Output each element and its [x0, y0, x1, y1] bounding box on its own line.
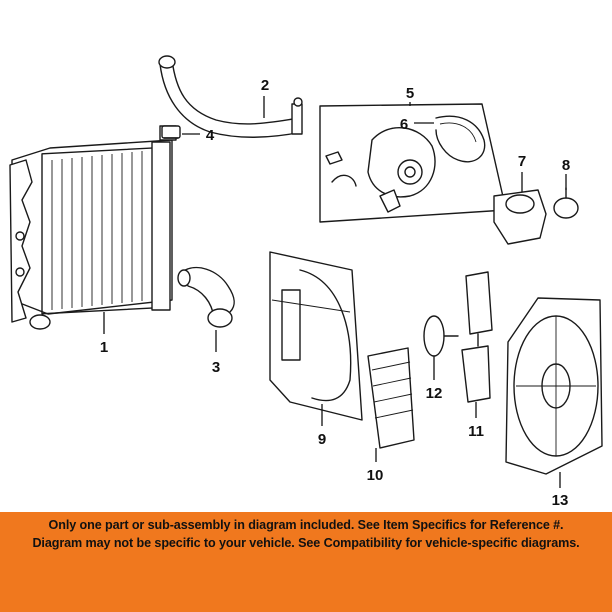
callout-12: 12	[426, 356, 443, 402]
callout-5: 5	[406, 85, 414, 106]
deflector-part	[367, 347, 415, 449]
radiator-part	[9, 125, 177, 330]
thermostat-housing-part	[493, 189, 547, 245]
callout-label: 13	[552, 492, 569, 509]
callout-8: 8	[562, 157, 570, 190]
motor-part	[423, 315, 459, 357]
thermostat-part	[553, 187, 579, 219]
callout-7: 7	[518, 153, 526, 192]
fan-assembly-part	[505, 297, 603, 475]
callout-1: 1	[100, 312, 108, 356]
lower-hose-part	[177, 267, 235, 328]
callout-label: 2	[261, 77, 269, 94]
callout-label: 11	[468, 423, 484, 440]
fan-shroud-part	[269, 251, 363, 421]
water-pump-part	[319, 103, 507, 223]
callout-label: 1	[100, 339, 108, 356]
disclaimer-banner	[0, 512, 612, 612]
callout-label: 8	[562, 157, 570, 174]
callout-11: 11	[468, 402, 484, 440]
upper-hose-part	[158, 55, 303, 138]
radiator-cap-part	[161, 125, 181, 139]
callout-label: 9	[318, 431, 326, 448]
callout-3: 3	[212, 330, 220, 376]
fan-motor-part	[461, 271, 493, 403]
callout-6: 6	[400, 116, 434, 133]
callout-label: 5	[406, 85, 414, 102]
callout-label: 7	[518, 153, 526, 170]
callout-9: 9	[318, 404, 326, 448]
callout-label: 3	[212, 359, 220, 376]
callout-10: 10	[367, 448, 384, 484]
callout-13: 13	[552, 472, 569, 509]
callout-2: 2	[261, 77, 269, 118]
callout-label: 12	[426, 385, 443, 402]
callout-label: 4	[206, 127, 215, 144]
callout-4: 4	[182, 127, 215, 144]
callout-label: 10	[367, 467, 384, 484]
disclaimer-line-2: Diagram may not be specific to your vehi…	[32, 536, 580, 550]
disclaimer-line-1: Only one part or sub-assembly in diagram…	[48, 518, 564, 532]
callout-label: 6	[400, 116, 408, 133]
